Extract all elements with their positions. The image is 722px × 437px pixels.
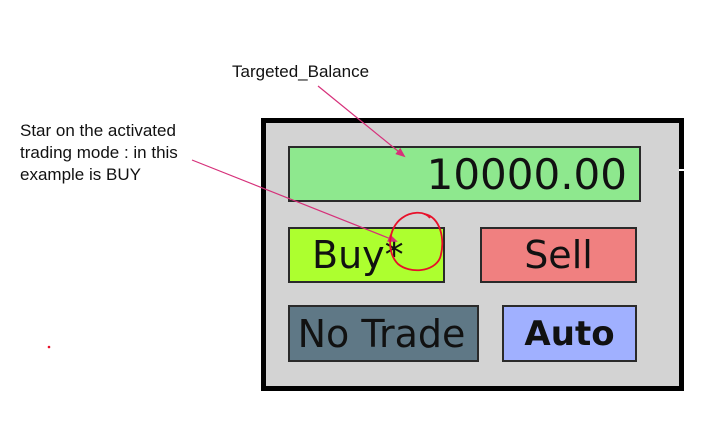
- stray-red-dot: [47, 345, 51, 349]
- star-annotation-line-1: Star on the activated: [20, 121, 176, 140]
- sell-button[interactable]: Sell: [480, 227, 637, 283]
- star-mode-annotation: Star on the activated trading mode : in …: [20, 120, 178, 186]
- star-annotation-line-2: trading mode : in this: [20, 143, 178, 162]
- targeted-balance-annotation: Targeted_Balance: [232, 62, 370, 81]
- no-trade-label: No Trade: [297, 311, 466, 356]
- balance-value: 10000.00: [426, 149, 627, 199]
- targeted-balance-field[interactable]: 10000.00: [288, 146, 641, 202]
- buy-label: Buy: [312, 233, 385, 277]
- active-mode-star: *: [384, 233, 404, 277]
- sell-label: Sell: [524, 233, 593, 277]
- auto-label: Auto: [524, 313, 615, 354]
- auto-button[interactable]: Auto: [502, 305, 637, 362]
- no-trade-button[interactable]: No Trade: [288, 305, 479, 362]
- buy-button[interactable]: Buy *: [288, 227, 445, 283]
- star-annotation-line-3: example is BUY: [20, 165, 141, 184]
- panel-edge-tick: [679, 169, 687, 171]
